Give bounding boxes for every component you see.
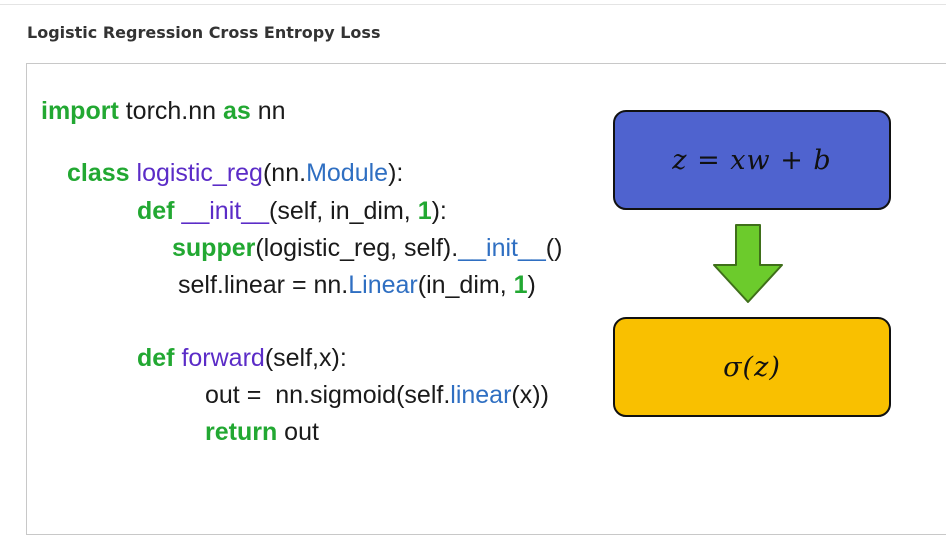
keyword-return: return xyxy=(205,418,278,446)
code-text: out xyxy=(277,418,319,446)
page-title: Logistic Regression Cross Entropy Loss xyxy=(27,23,381,42)
code-line-import: import torch.nn as nn xyxy=(41,97,286,126)
base-class: Module xyxy=(306,159,389,187)
code-text: (nn. xyxy=(262,159,307,187)
class-linear: Linear xyxy=(348,271,418,299)
code-text: () xyxy=(545,234,563,262)
code-line-super: supper(logistic_reg, self).__init__() xyxy=(172,234,562,263)
function-name: __init__ xyxy=(174,197,270,225)
sigmoid-formula: σ(z) xyxy=(723,351,781,383)
keyword-def: def xyxy=(137,197,175,225)
top-divider xyxy=(0,4,946,5)
code-text: ): xyxy=(431,197,447,225)
keyword-class: class xyxy=(67,159,130,187)
code-line-linear: self.linear = nn.Linear(in_dim, 1) xyxy=(178,271,536,300)
code-text: ): xyxy=(388,159,404,187)
code-line-class: class logistic_reg(nn.Module): xyxy=(67,159,403,188)
sigmoid-formula-box: σ(z) xyxy=(613,317,891,417)
keyword-as: as xyxy=(223,97,251,125)
linear-formula: z = xw + b xyxy=(672,144,832,176)
code-text: out = nn.sigmoid(self. xyxy=(205,381,451,409)
linear-formula-box: z = xw + b xyxy=(613,110,891,210)
code-line-return: return out xyxy=(205,418,319,447)
number-literal: 1 xyxy=(417,197,432,225)
code-text: ) xyxy=(527,271,536,299)
slide-frame: import torch.nn as nn class logistic_reg… xyxy=(26,63,946,535)
code-text: nn xyxy=(250,97,286,125)
code-text: self.linear = nn. xyxy=(178,271,349,299)
arrow-down-icon xyxy=(713,224,783,303)
builtin-supper: supper xyxy=(172,234,256,262)
function-name: forward xyxy=(174,344,265,372)
code-text: (in_dim, xyxy=(417,271,514,299)
code-line-def-init: def __init__(self, in_dim, 1): xyxy=(137,197,447,226)
code-line-out: out = nn.sigmoid(self.linear(x)) xyxy=(205,381,549,410)
code-text: (self, in_dim, xyxy=(269,197,418,225)
code-text: (logistic_reg, self). xyxy=(255,234,459,262)
class-name: logistic_reg xyxy=(129,159,263,187)
code-text: torch.nn xyxy=(118,97,224,125)
keyword-def: def xyxy=(137,344,175,372)
code-text: (self,x): xyxy=(264,344,347,372)
attribute-linear: linear xyxy=(450,381,512,409)
method-name: __init__ xyxy=(458,234,546,262)
code-line-def-forward: def forward(self,x): xyxy=(137,344,347,373)
keyword-import: import xyxy=(41,97,119,125)
code-text: (x)) xyxy=(511,381,549,409)
number-literal: 1 xyxy=(513,271,528,299)
